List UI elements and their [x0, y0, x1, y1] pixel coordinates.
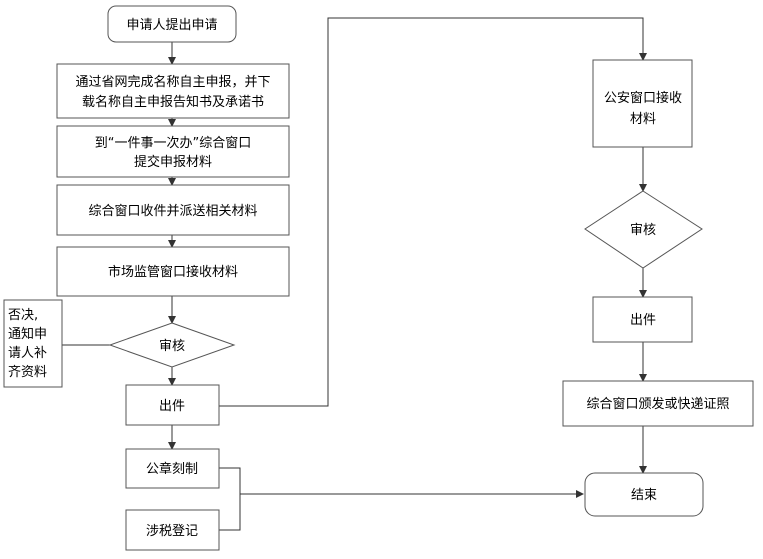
seal-node: 公章刻制	[125, 448, 220, 489]
tax-node: 涉税登记	[125, 509, 220, 551]
online-apply-node: 通过省网完成名称自主申报，并下 载名称自主申报告知书及承诺书	[56, 63, 290, 119]
submit-line-1: 到“一件事一次办”综合窗口	[95, 135, 251, 151]
tax-label: 涉税登记	[146, 524, 198, 539]
reject-node: 否决, 通知申 请人补 齐资料	[3, 299, 63, 388]
reject-line-1: 否决,	[8, 308, 38, 323]
issue-right-node: 出件	[592, 296, 693, 343]
online-apply-line-1: 通过省网完成名称自主申报，并下	[75, 74, 270, 90]
review-right-label: 审核	[630, 223, 656, 238]
market-receive-label: 市场监管窗口接收材料	[108, 264, 238, 280]
issue-right-label: 出件	[630, 313, 656, 328]
review-left-node: 审核	[108, 322, 236, 368]
reject-line-4: 齐资料	[8, 364, 47, 380]
dispatch-node: 综合窗口收件并派送相关材料	[56, 184, 290, 236]
reject-line-3: 请人补	[8, 346, 47, 361]
bracket-seal-tax	[219, 467, 241, 531]
connectors	[62, 17, 647, 531]
issue-left-label: 出件	[159, 399, 185, 414]
market-receive-node: 市场监管窗口接收材料	[56, 246, 290, 297]
police-receive-line-2: 材料	[630, 112, 656, 127]
end-label: 结束	[631, 488, 657, 503]
dispatch-label: 综合窗口收件并派送相关材料	[88, 203, 257, 219]
police-receive-node: 公安窗口接收 材料	[592, 59, 693, 148]
issue-left-node: 出件	[125, 384, 220, 426]
online-apply-line-2: 载名称自主申报告知书及承诺书	[82, 94, 264, 110]
review-left-label: 审核	[159, 339, 185, 354]
deliver-node: 综合窗口颁发或快递证照	[562, 380, 754, 427]
submit-node: 到“一件事一次办”综合窗口 提交申报材料	[56, 125, 290, 178]
start-label: 申请人提出申请	[126, 17, 217, 33]
arrow-issue-to-police	[219, 17, 647, 407]
deliver-label: 综合窗口颁发或快递证照	[586, 396, 729, 412]
end-node: 结束	[584, 472, 704, 517]
police-receive-line-1: 公安窗口接收	[604, 90, 682, 106]
reject-line-2: 通知申	[8, 326, 47, 342]
submit-line-2: 提交申报材料	[134, 154, 212, 170]
seal-label: 公章刻制	[146, 461, 198, 477]
review-right-node: 审核	[584, 190, 703, 269]
start-node: 申请人提出申请	[107, 5, 237, 43]
